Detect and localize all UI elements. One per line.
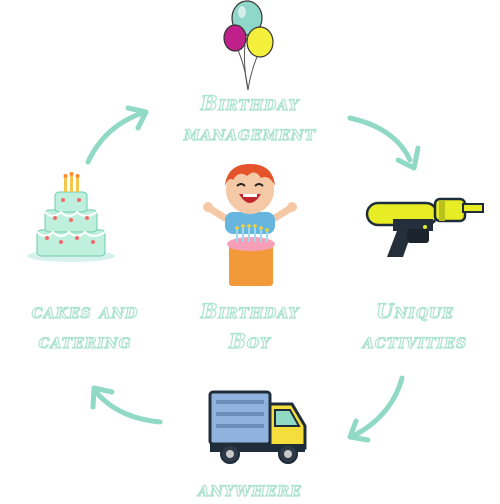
label-anywhere-line1: anywhere [198,476,302,501]
label-birthday-management: Birthday management [150,88,350,148]
arrow-bottom-right [352,375,405,438]
label-activities-line2: activities [362,328,468,353]
label-unique-activities: Unique activities [340,296,490,356]
balloons-icon [223,0,274,91]
birthday-boy-icon [203,164,297,286]
label-management-line1: Birthday [200,90,300,115]
label-boy-line2: Boy [228,328,272,353]
arrow-top-right [347,115,413,163]
label-boy-line1: Birthday [200,298,300,323]
truck-icon [208,390,307,464]
arrow-top-left [85,109,148,165]
birthday-cake-icon [27,172,115,262]
label-cakes-line2: catering [38,328,132,353]
label-activities-line1: Unique [375,298,454,323]
water-gun-icon [365,197,484,257]
label-cakes-and-catering: cakes and catering [10,296,160,356]
label-anywhere: anywhere [180,474,320,504]
label-cakes-line1: cakes and [31,298,139,323]
arrow-bottom-left [93,389,163,425]
label-management-line2: management [183,120,317,145]
label-birthday-boy: Birthday Boy [180,296,320,356]
